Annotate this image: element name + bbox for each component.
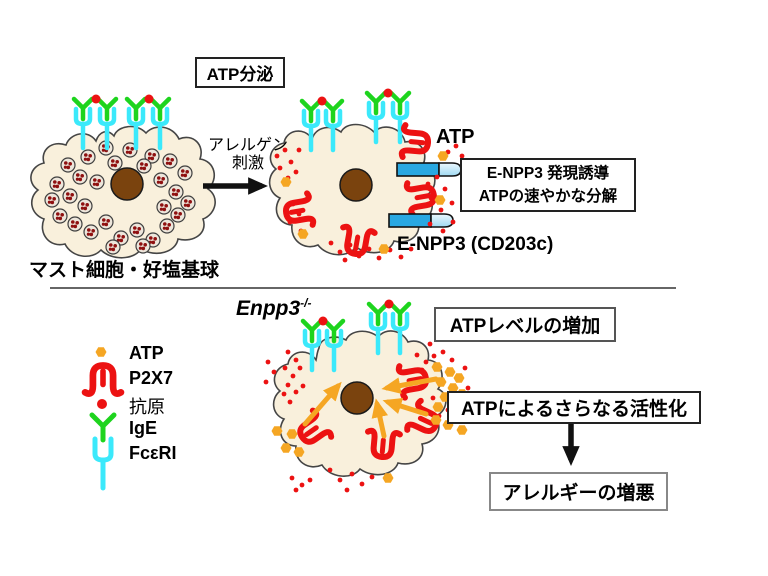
genotype-knockout-superscript: -/-: [300, 296, 312, 310]
legend-label-antigen: 抗原: [129, 397, 165, 417]
atp-label: ATP: [436, 126, 475, 148]
cell-type-caption: マスト細胞・好塩基球: [29, 260, 220, 281]
atp-secretion-box: ATP分泌: [195, 57, 285, 88]
p2x7-icon: [85, 365, 121, 393]
nucleus: [110, 167, 144, 201]
genotype-gene: Enpp3: [236, 297, 301, 320]
enpp3-box-line2: ATPの速やかな分解: [478, 188, 618, 205]
nucleus: [340, 381, 374, 415]
antigen-dots: [318, 299, 394, 326]
legend-label-atp: ATP: [129, 343, 164, 363]
legend-label-fcer1: FcεRI: [129, 443, 177, 463]
ige-icon: [89, 412, 117, 443]
antigen-dots: [317, 88, 393, 106]
activation-arrows: [302, 376, 439, 439]
allergy-worsening-box: アレルギーの増悪: [489, 472, 668, 511]
fcer1-icon: [92, 436, 114, 491]
genotype-label: Enpp3-/-: [236, 296, 312, 321]
stimulus-line2: 刺激: [231, 155, 264, 172]
enpp3-ko-cell: [263, 299, 471, 493]
atp-increase-box: ATPレベルの増加: [434, 307, 616, 342]
activated-mast-cell: [268, 88, 465, 263]
further-activation-box: ATPによるさらなる活性化: [447, 391, 701, 424]
enpp3-cd203c-label: E-NPP3 (CD203c): [397, 234, 554, 255]
enpp3-induction-box: E-NPP3 発現誘導 ATPの速やかな分解: [460, 158, 636, 212]
nucleus: [339, 168, 373, 202]
legend-icons: [85, 347, 121, 491]
enpp3-box-line1: E-NPP3 発現誘導: [486, 165, 610, 182]
legend-label-ige: IgE: [129, 418, 158, 438]
resting-mast-cell: [30, 94, 216, 259]
legend-label-p2x7: P2X7: [129, 368, 174, 388]
stimulus-label: アレルゲン 刺激: [196, 137, 300, 173]
atp-icon: [95, 347, 107, 357]
stimulus-line1: アレルゲン: [207, 137, 288, 154]
antigen-dots: [91, 94, 154, 104]
antigen-icon: [97, 399, 107, 409]
